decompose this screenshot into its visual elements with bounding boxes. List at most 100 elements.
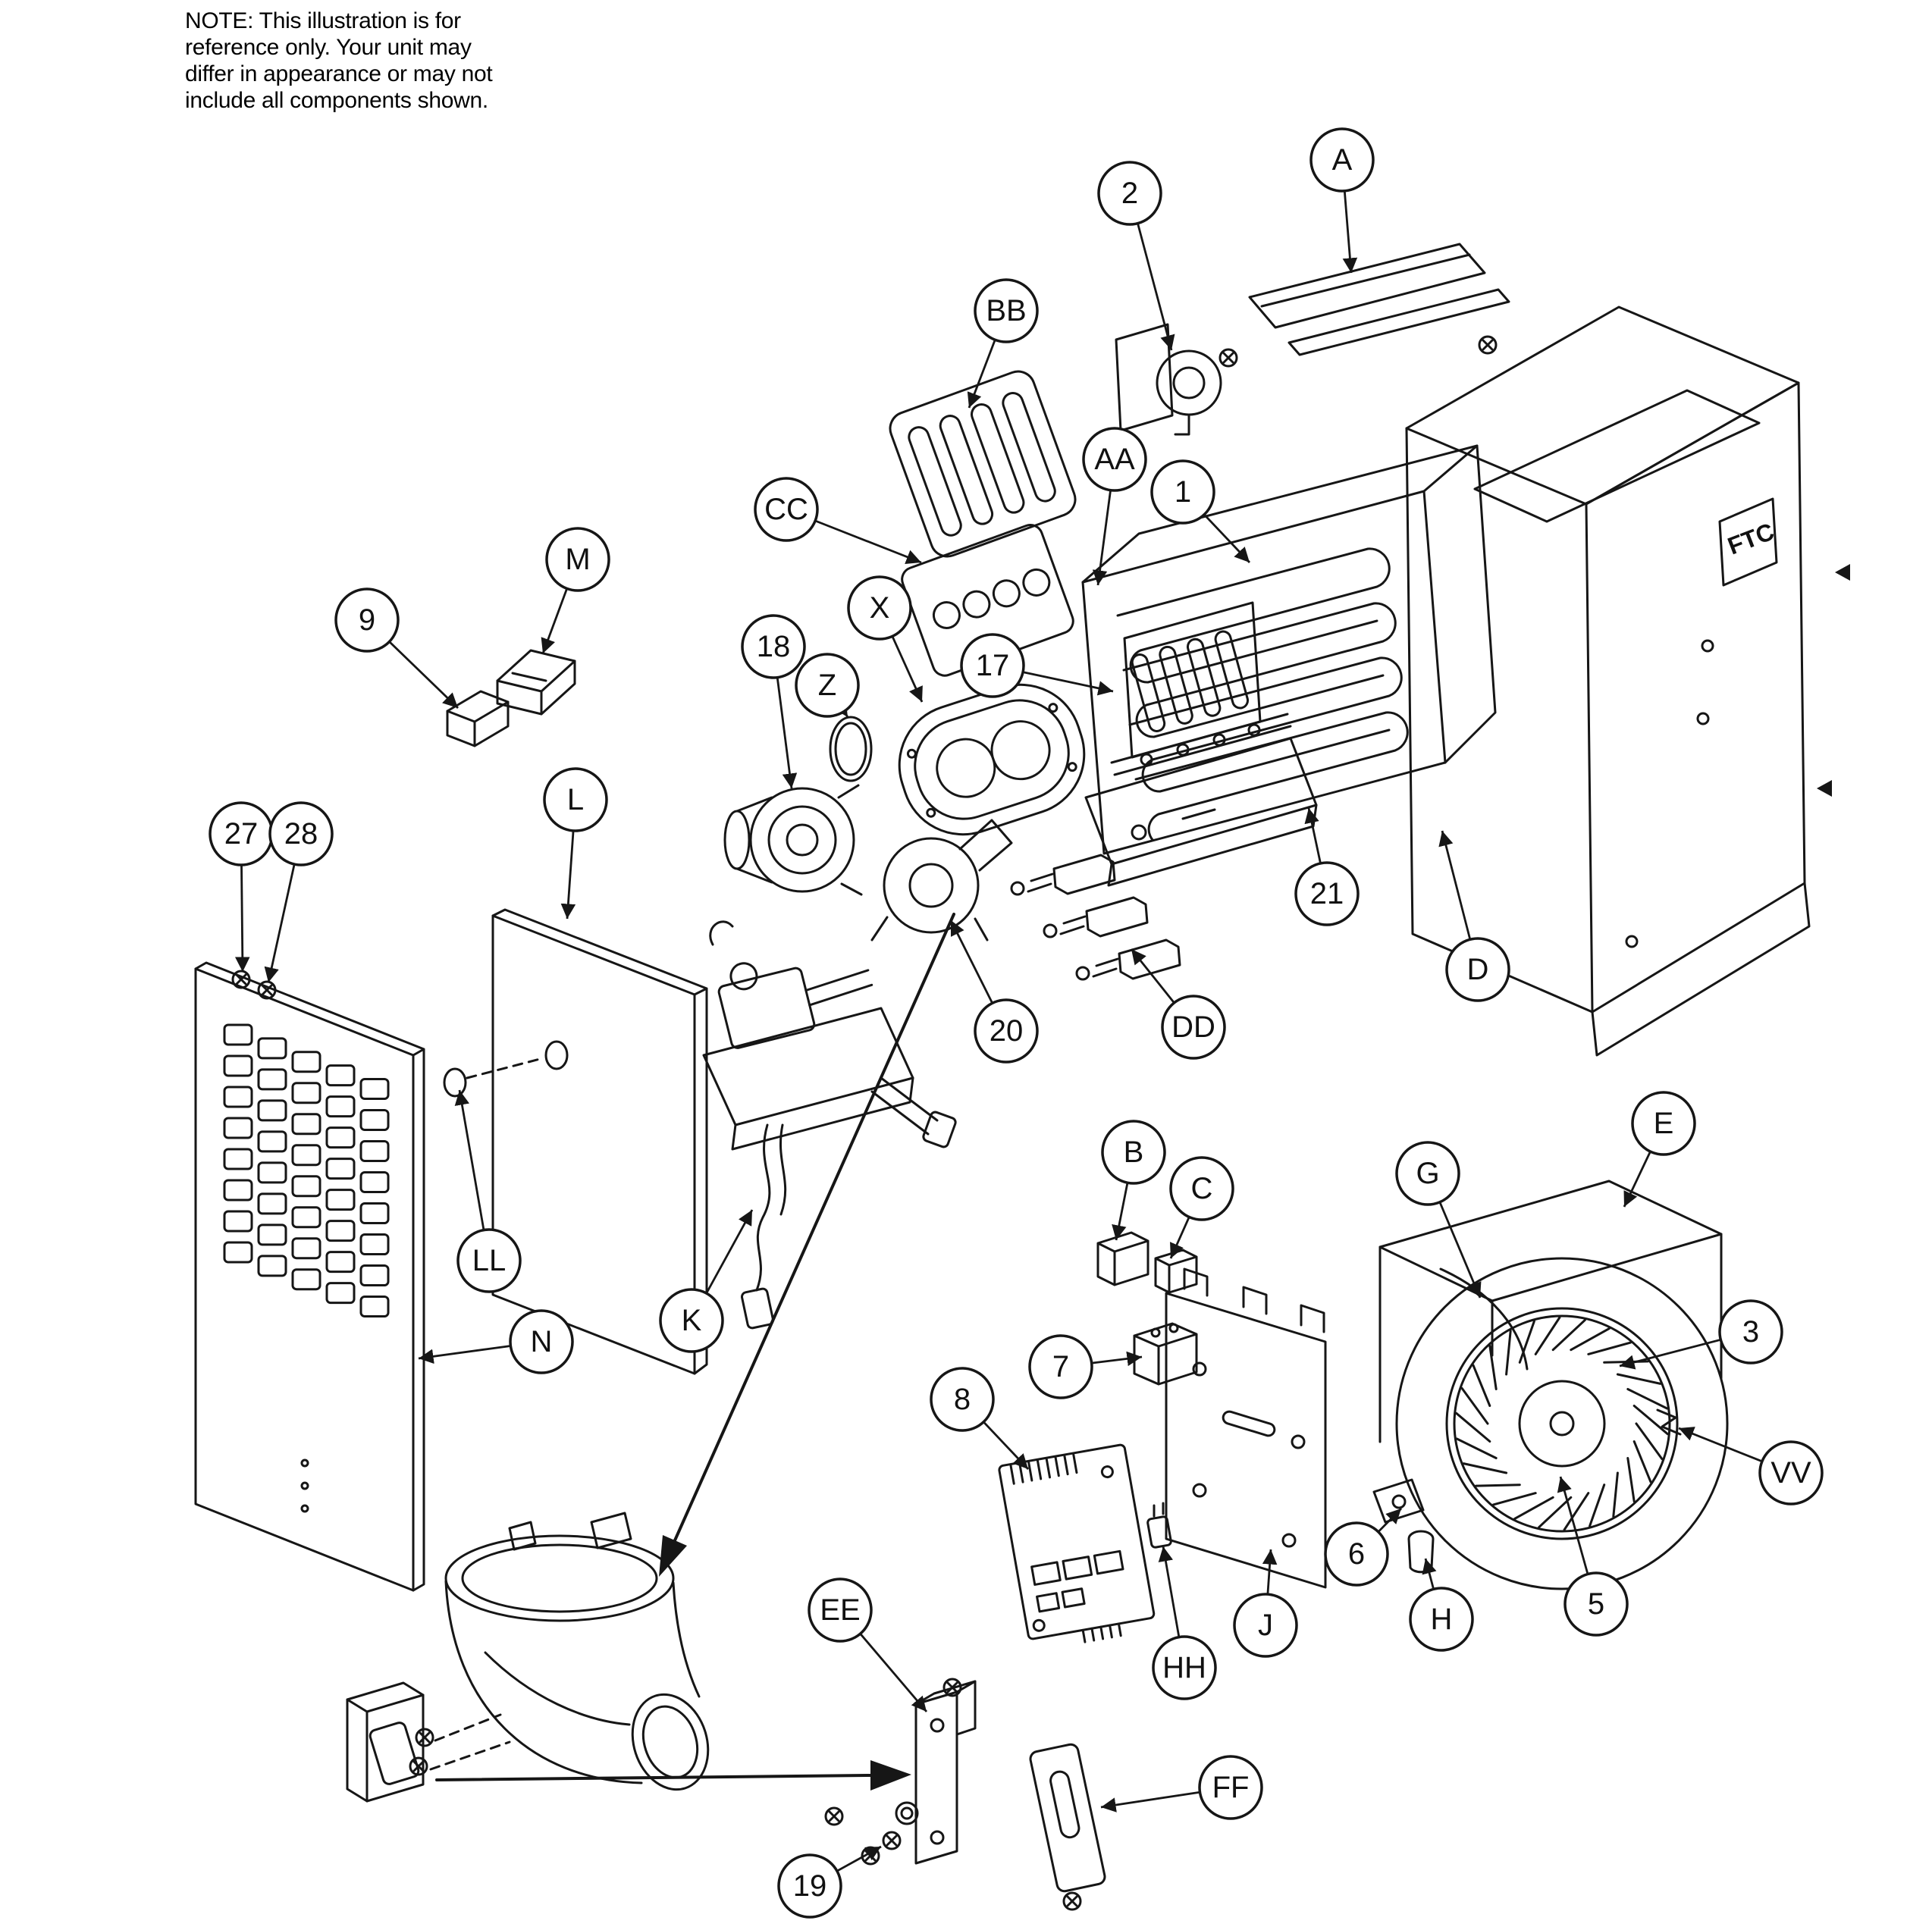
callout-8: 8 (930, 1367, 1030, 1470)
callout-2: 2 (1097, 161, 1175, 351)
callout-label: E (1654, 1107, 1674, 1140)
callout-27: 27 (209, 801, 274, 973)
callout-circle (974, 278, 1039, 343)
callout-circle (1101, 1120, 1166, 1185)
callout-label: X (870, 591, 890, 625)
burner-box (1110, 601, 1292, 776)
callout-label: A (1332, 143, 1353, 177)
control-board (998, 1443, 1156, 1643)
callout-9: 9 (334, 587, 459, 710)
relay-switch (1096, 1231, 1198, 1294)
callout-5: 5 (1557, 1476, 1629, 1637)
callout-20: 20 (949, 920, 1039, 1064)
cabinet-label: FTC (1724, 518, 1778, 560)
screw (824, 1806, 844, 1826)
callout-6: 6 (1324, 1508, 1402, 1587)
callout-circle (1409, 1587, 1474, 1652)
outer-door (194, 961, 425, 1592)
callout-label: LL (472, 1244, 507, 1277)
callout-circle (1563, 1571, 1629, 1637)
callout-AA: AA (1082, 427, 1147, 586)
callout-circle (741, 614, 806, 679)
callout-FF: FF (1100, 1755, 1263, 1820)
callout-label: 2 (1121, 177, 1138, 210)
callout-label: AA (1094, 443, 1135, 476)
inducer-housing (870, 819, 1013, 942)
callout-label: EE (820, 1593, 860, 1627)
callout-label: J (1258, 1609, 1273, 1642)
screw (415, 1728, 434, 1747)
inducer-motor (723, 784, 863, 896)
callout-28: 28 (264, 801, 334, 983)
inner-panel (491, 908, 708, 1375)
callout-circle (1395, 1141, 1460, 1206)
note-line: include all components shown. (185, 88, 488, 113)
callout-label: M (565, 543, 590, 576)
callout-label: FF (1212, 1771, 1250, 1804)
callout-circle (1097, 161, 1162, 226)
note-text: NOTE: This illustration is for reference… (185, 8, 493, 114)
callout-circle (847, 575, 912, 641)
callout-label: 1 (1175, 475, 1191, 509)
callout-circle (456, 1228, 522, 1293)
callout-circle (1161, 995, 1226, 1060)
callout-circle (1718, 1299, 1783, 1364)
callout-EE: EE (808, 1578, 928, 1712)
callout-B: B (1101, 1120, 1166, 1241)
callout-circle (545, 527, 610, 592)
callout-label: Z (818, 669, 836, 702)
callout-circle (1082, 427, 1147, 492)
callout-H: H (1409, 1558, 1474, 1652)
callout-BB: BB (967, 278, 1039, 409)
screw (409, 1756, 428, 1776)
callout-DD: DD (1130, 948, 1226, 1060)
callout-label: CC (764, 493, 808, 526)
callout-circle (777, 1853, 842, 1919)
callout-circle (1294, 861, 1360, 926)
heat-exchanger (1081, 444, 1497, 855)
callout-label: H (1431, 1603, 1453, 1636)
o-ring-gasket (829, 716, 873, 782)
callout-circle (1233, 1593, 1298, 1658)
blower-assembly (1372, 1180, 1729, 1590)
callout-label: 18 (757, 630, 791, 663)
top-panel (1248, 243, 1510, 356)
bracket-m (496, 649, 576, 716)
mounting-bracket (895, 1680, 977, 1865)
callout-circle (1198, 1755, 1263, 1820)
callout-label: 9 (359, 603, 375, 637)
callout-Z: Z (795, 653, 860, 718)
pressure-switch (1115, 323, 1222, 436)
note-line: NOTE: This illustration is for (185, 8, 461, 33)
callout-label: 19 (793, 1869, 827, 1903)
callout-19: 19 (777, 1845, 882, 1919)
junction-box (446, 690, 510, 747)
burner-assembly (889, 370, 1077, 558)
callout-label: B (1124, 1136, 1144, 1169)
screw (942, 1678, 962, 1697)
callout-A: A (1309, 127, 1375, 274)
callout-label: G (1416, 1157, 1439, 1190)
callout-circle (1758, 1440, 1824, 1505)
screw (882, 1831, 902, 1850)
callout-label: D (1467, 953, 1489, 986)
furnace-cabinet: FTC (1405, 305, 1850, 1057)
screw (1478, 335, 1498, 355)
callout-circle (1152, 1635, 1217, 1700)
callout-label: 7 (1052, 1350, 1069, 1383)
vent-elbow-assembly (444, 1512, 710, 1791)
callout-label: 6 (1348, 1537, 1365, 1571)
callout-M: M (541, 527, 610, 654)
callout-LL: LL (454, 1089, 522, 1293)
callout-21: 21 (1294, 807, 1360, 926)
assembly-arrows (435, 913, 955, 1791)
callout-C: C (1169, 1156, 1234, 1259)
callout-label: 27 (224, 817, 259, 851)
callout-circle (974, 998, 1039, 1064)
screws (231, 335, 1498, 1911)
callout-circle (659, 1288, 724, 1353)
callout-label: K (682, 1304, 702, 1337)
